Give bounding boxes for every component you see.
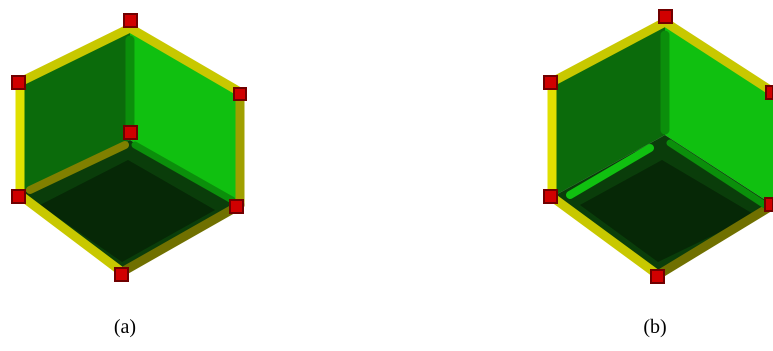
cube-figure-b <box>530 0 773 300</box>
vertex-cube-marker <box>12 190 25 203</box>
caption-b: (b) <box>625 316 685 339</box>
vertex-cube-marker <box>234 88 246 100</box>
vertex-cube-marker <box>544 76 557 89</box>
cube-frame-illustration-a <box>0 0 260 300</box>
vertex-cube-marker <box>115 268 128 281</box>
vertex-cube-marker <box>124 126 137 139</box>
cube-figure-a <box>0 0 260 300</box>
vertex-cube-marker <box>765 198 773 211</box>
cube-frame-illustration-b <box>530 0 773 300</box>
vertex-cube-marker <box>651 270 664 283</box>
vertex-cube-marker <box>766 86 773 99</box>
vertex-cube-marker <box>12 76 25 89</box>
vertex-cube-marker <box>230 200 243 213</box>
vertex-cube-marker <box>659 10 672 23</box>
vertex-cube-marker <box>124 14 137 27</box>
caption-a: (a) <box>95 316 155 339</box>
vertex-cube-marker <box>544 190 557 203</box>
